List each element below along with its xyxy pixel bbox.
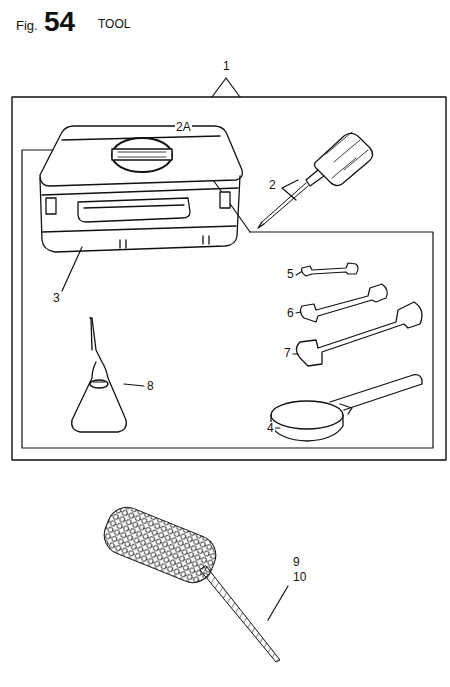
oil-can-part	[72, 318, 127, 432]
callout-number: 8	[146, 380, 155, 392]
leader-line	[296, 312, 301, 313]
filter-wrench-part	[271, 401, 343, 429]
wire-brush	[98, 501, 280, 662]
wrench	[300, 284, 387, 322]
leader-line	[274, 427, 280, 428]
group-bracket-part	[212, 78, 240, 97]
callout-number: 2A	[175, 121, 192, 133]
leader-line	[268, 586, 288, 620]
filter-wrench-part	[340, 404, 352, 414]
callout-number: 1	[222, 60, 231, 72]
tool-box-part	[112, 138, 172, 172]
callout-number: 5	[286, 268, 295, 280]
tool-box-part	[118, 152, 166, 157]
callout-number: 2	[268, 179, 277, 191]
wrench-part	[296, 302, 422, 366]
wrench	[302, 263, 359, 276]
tool-box-part	[112, 149, 172, 160]
tool-box-part	[220, 192, 230, 208]
leader-line	[282, 180, 298, 200]
wrench	[296, 302, 422, 366]
tool-box-part	[40, 126, 242, 186]
wire-brush-part	[98, 501, 222, 588]
oil-can-part	[91, 318, 92, 350]
leader-line	[296, 272, 301, 275]
leader-line	[62, 247, 82, 291]
wire-brush-part-part	[98, 501, 222, 588]
group-bracket	[12, 78, 446, 460]
leader-line	[293, 353, 298, 354]
set-bracket-part	[22, 150, 433, 448]
callout-number: 7	[283, 347, 292, 359]
figure-title: TOOL	[98, 18, 130, 30]
callout-number: 9	[292, 556, 301, 568]
callout-number: 4	[266, 422, 275, 434]
screwdriver-part	[326, 132, 368, 178]
filter-wrench-part	[271, 415, 343, 441]
fig-label: Fig.	[16, 19, 38, 32]
tool-box-part	[42, 226, 236, 232]
tool-box-part	[40, 176, 240, 252]
screwdriver-part	[306, 170, 324, 186]
filter-wrench	[271, 375, 422, 441]
callout-number: 3	[52, 292, 61, 304]
tool-box-part	[84, 205, 184, 208]
tool-box-part	[42, 188, 238, 195]
oil-can-part	[93, 382, 105, 383]
screwdriver-part	[314, 133, 372, 185]
wrench-part	[300, 284, 387, 322]
wire-brush-part	[200, 566, 280, 662]
group-bracket-part	[12, 97, 446, 460]
screwdriver	[258, 132, 373, 228]
callout-number: 6	[286, 307, 295, 319]
screwdriver-part	[258, 222, 264, 228]
callout-number: 10	[292, 571, 307, 583]
tool-box-part	[78, 198, 190, 222]
tool-box-part	[46, 198, 56, 214]
wrench-part	[302, 263, 359, 276]
oil-can	[72, 318, 127, 432]
leader-line	[124, 384, 144, 386]
tool-box-part	[120, 236, 209, 248]
oil-can-part	[90, 380, 108, 388]
tool-box	[40, 126, 242, 252]
figure-number: 54	[44, 8, 75, 36]
